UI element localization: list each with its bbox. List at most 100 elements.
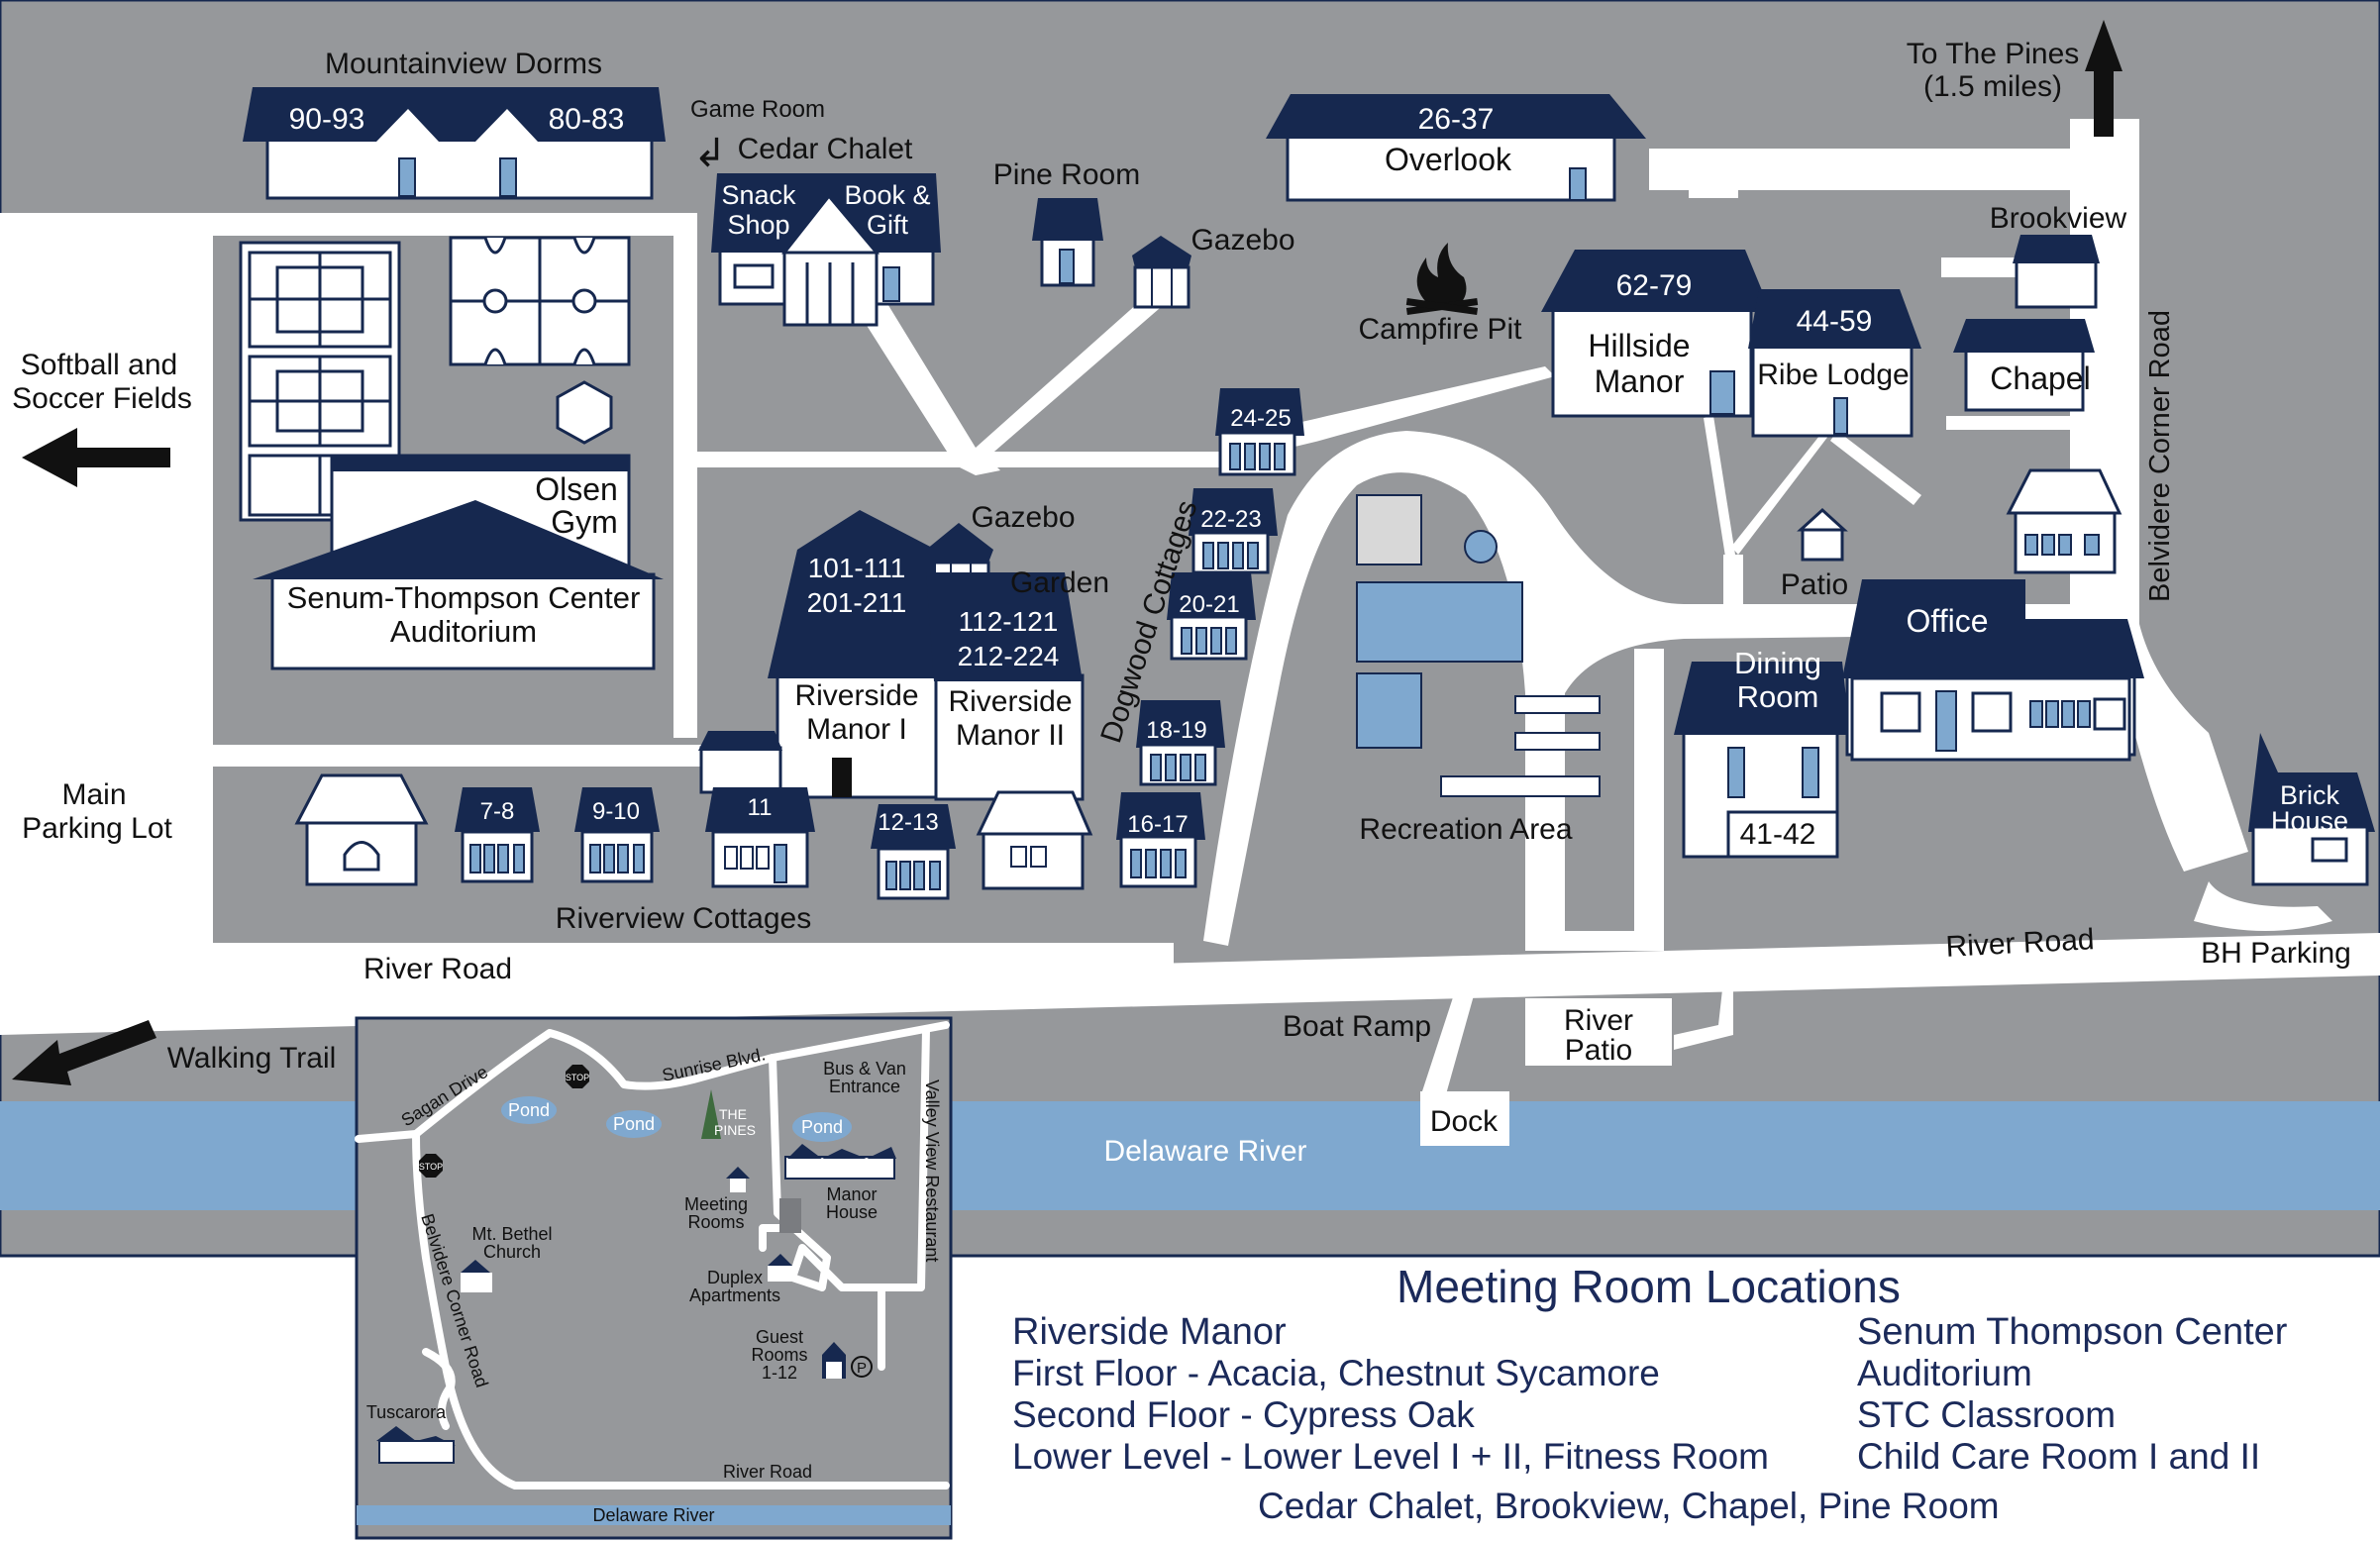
dining-office-building — [1674, 579, 2144, 859]
chapel-building — [1953, 319, 2095, 412]
patio-shelter — [1797, 507, 1848, 562]
inset-meeting-2: Rooms — [687, 1212, 744, 1232]
label-shop: Shop — [727, 210, 789, 240]
label-belvidere: Belvidere Corner Road — [2144, 310, 2176, 602]
legend-stc-3: Child Care Room I and II — [1857, 1436, 2261, 1477]
label-river-road-1: River Road — [363, 953, 512, 985]
inset-pines-2: PINES — [714, 1122, 756, 1138]
riverside-manor — [698, 510, 1085, 801]
label-walking-trail: Walking Trail — [167, 1042, 337, 1075]
inset-meeting-1: Meeting — [684, 1194, 748, 1214]
brookview-building — [2013, 235, 2100, 309]
label-to-pines-2: (1.5 miles) — [1923, 70, 2062, 103]
north-arrow-icon — [2085, 20, 2122, 137]
label-c9: 9-10 — [592, 798, 640, 825]
inset-guest-2: Rooms — [751, 1345, 807, 1365]
inset-guest-1: Guest — [756, 1327, 803, 1347]
legend-stc-head: Senum Thompson Center — [1857, 1311, 2288, 1353]
label-dining-num: 41-42 — [1740, 818, 1816, 851]
inset-stop-1: STOP — [566, 1073, 589, 1082]
dogwood-cottages — [1116, 388, 1304, 888]
label-c24: 24-25 — [1230, 405, 1291, 432]
label-book: Book & — [844, 180, 930, 210]
label-overlook: Overlook — [1385, 142, 1512, 177]
label-stc-1: Senum-Thompson Center — [287, 580, 641, 615]
label-hillside-num: 62-79 — [1616, 269, 1693, 302]
riverview-cottages — [294, 773, 1093, 900]
recreation-area — [1356, 494, 1601, 797]
label-riverview: Riverview Cottages — [556, 902, 811, 935]
gazebo-top — [1132, 236, 1191, 309]
pine-room-building — [1032, 198, 1103, 287]
label-c7: 7-8 — [480, 798, 515, 825]
inset-pond-1: Pond — [508, 1100, 550, 1120]
river-patio-box — [1525, 998, 1672, 1066]
inset-guest-3: 1-12 — [762, 1363, 797, 1383]
label-ribe-num: 44-59 — [1797, 305, 1873, 338]
label-c22: 22-23 — [1200, 506, 1261, 533]
label-rm1-1: Riverside — [794, 679, 918, 712]
label-c18: 18-19 — [1146, 717, 1206, 744]
label-patio: Patio — [1781, 568, 1848, 601]
label-dock: Dock — [1430, 1105, 1499, 1138]
label-dining-1: Dining — [1734, 646, 1821, 680]
label-campfire: Campfire Pit — [1358, 313, 1522, 346]
label-90-93: 90-93 — [289, 103, 365, 136]
label-olsen-1: Olsen — [535, 471, 618, 507]
campfire-icon — [1405, 243, 1479, 315]
label-to-pines-1: To The Pines — [1907, 38, 2080, 70]
inset-pond-3: Pond — [801, 1117, 843, 1137]
label-ribe: Ribe Lodge — [1757, 359, 1909, 391]
label-chapel: Chapel — [1990, 360, 2090, 396]
label-olsen-2: Gym — [551, 504, 618, 540]
house-right — [2006, 468, 2122, 574]
label-overlook-num: 26-37 — [1418, 103, 1495, 136]
label-rm2-b: 212-224 — [958, 641, 1060, 671]
inset-pond-2: Pond — [613, 1114, 655, 1134]
label-c16: 16-17 — [1127, 811, 1188, 838]
label-gift: Gift — [867, 210, 909, 240]
legend-rm-1: First Floor - Acacia, Chestnut Sycamore — [1012, 1353, 1660, 1393]
label-river-patio-1: River — [1564, 1004, 1633, 1037]
label-bh-parking: BH Parking — [2201, 937, 2351, 970]
label-brick-1: Brick — [2280, 780, 2339, 810]
label-rm2-1: Riverside — [948, 685, 1072, 718]
label-pine-room: Pine Room — [993, 158, 1140, 191]
arrow-left-icon — [22, 428, 170, 487]
label-softball-1: Softball and — [21, 349, 177, 381]
label-river-patio-2: Patio — [1565, 1034, 1632, 1067]
label-garden: Garden — [1010, 566, 1109, 599]
label-gazebo-mid: Gazebo — [971, 501, 1075, 534]
label-hillside-1: Hillside — [1588, 328, 1690, 363]
hexagon-shelter — [556, 380, 613, 445]
label-rm1-a: 101-111 — [808, 553, 906, 583]
legend-stc-1: Auditorium — [1857, 1353, 2032, 1393]
inset-manor-1: Manor — [826, 1184, 877, 1204]
label-recreation: Recreation Area — [1359, 813, 1572, 846]
inset-duplex-2: Apartments — [689, 1285, 780, 1305]
basketball-courts — [449, 236, 631, 366]
cedar-chalet — [711, 173, 941, 327]
label-dining-2: Room — [1737, 679, 1819, 714]
label-rm1-b: 201-211 — [807, 587, 907, 618]
legend-title: Meeting Room Locations — [1397, 1261, 1901, 1312]
label-main-lot-2: Parking Lot — [22, 812, 172, 845]
label-softball-2: Soccer Fields — [12, 382, 192, 415]
label-game-room: Game Room — [690, 96, 825, 123]
legend-rm-head: Riverside Manor — [1012, 1311, 1287, 1353]
legend-rm-2: Second Floor - Cypress Oak — [1012, 1394, 1475, 1435]
label-cedar-chalet: Cedar Chalet — [738, 133, 913, 165]
label-rm2-2: Manor II — [956, 719, 1065, 752]
olsen-gym-stc — [253, 454, 664, 670]
legend-stc-2: STC Classroom — [1857, 1394, 2117, 1435]
label-brick-2: House — [2271, 806, 2348, 836]
walking-trail-arrow-icon — [12, 1020, 156, 1085]
label-brookview: Brookview — [1990, 202, 2127, 235]
hillside-manor — [1541, 250, 1771, 418]
inset-bethel-2: Church — [483, 1242, 541, 1262]
brick-house — [2248, 733, 2375, 886]
label-boat-ramp: Boat Ramp — [1283, 1010, 1431, 1043]
label-snack: Snack — [721, 180, 796, 210]
label-gazebo-top: Gazebo — [1190, 224, 1294, 257]
inset-tuscarora: Tuscarora — [366, 1402, 447, 1422]
